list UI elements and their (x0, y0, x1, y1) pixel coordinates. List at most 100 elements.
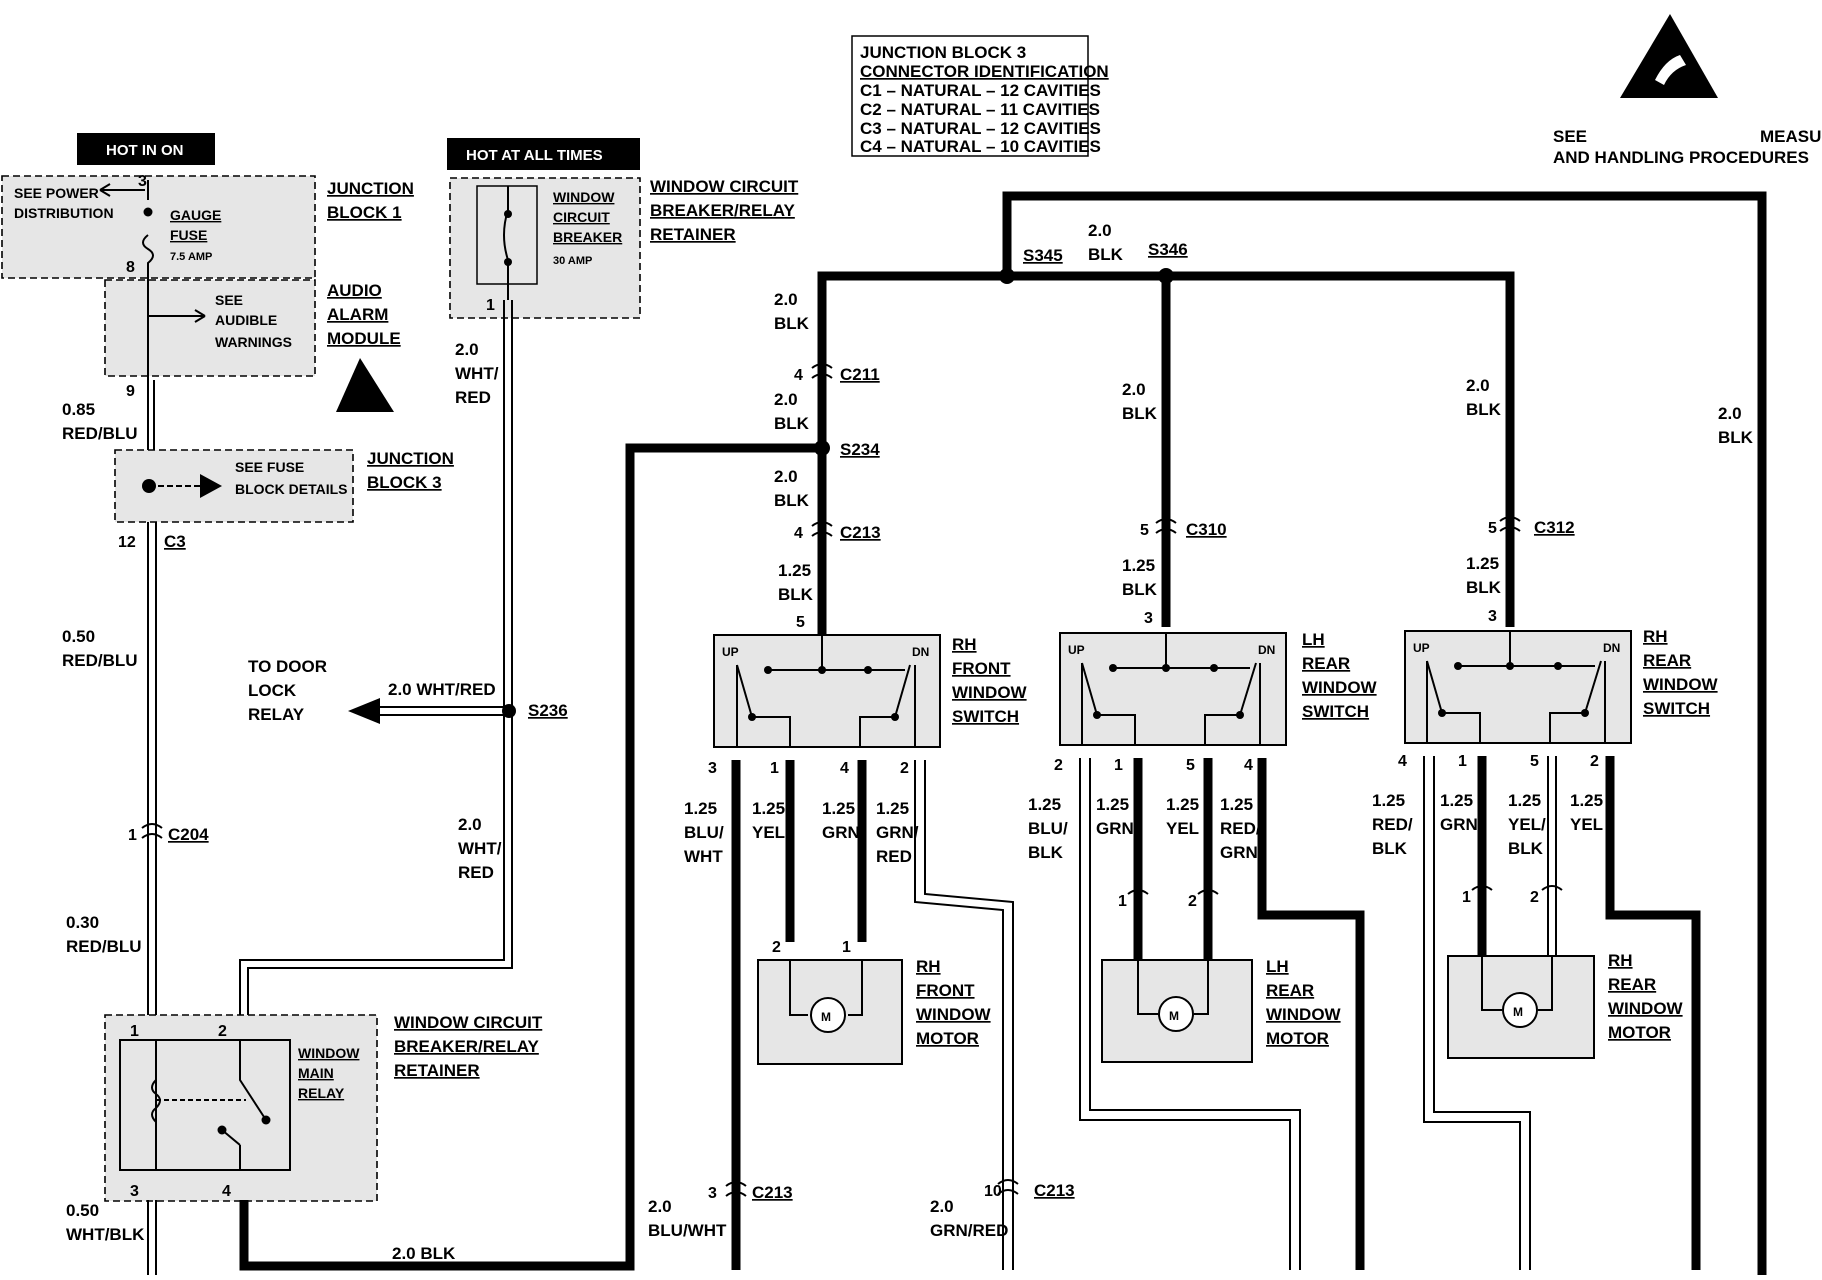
c213b-pin2: 10 (984, 1183, 1002, 1200)
esd-note-handling: AND HANDLING PROCEDURES (1553, 148, 1809, 167)
rhr-motor-label-a: RH (1608, 951, 1633, 970)
esd-warning-icon (1620, 14, 1718, 98)
rhr-motor-pin-1: 2 (1530, 889, 1539, 906)
cb-out2-gauge: 2.0 (458, 815, 482, 834)
wire-050-gauge: 0.50 (62, 627, 95, 646)
c204-connector: C204 (168, 825, 209, 844)
rhf-out-pin-2: 4 (840, 760, 849, 777)
wire-050-color: RED/BLU (62, 651, 138, 670)
cb-pin: 1 (486, 297, 495, 314)
s236-wire-label: 2.0 WHT/RED (388, 680, 496, 699)
c213b-label2: C213 (1034, 1181, 1075, 1200)
rhf-exit1-color: BLU/WHT (648, 1221, 727, 1240)
warnings-text: WARNINGS (215, 334, 292, 350)
lhr-motor-pin-1: 2 (1188, 893, 1197, 910)
legend-line-c3: C3 – NATURAL – 12 CAVITIES (860, 119, 1101, 138)
rhf-ow3-a: 1.25 (876, 799, 909, 818)
left-drop-color: BLK (774, 314, 810, 333)
s234-label: S234 (840, 440, 880, 459)
hot-at-all-times-text: HOT AT ALL TIMES (466, 147, 603, 164)
arrow-left-icon (348, 698, 380, 724)
relay-pin-2: 2 (218, 1023, 227, 1040)
rhr-ow1-a: 1.25 (1440, 791, 1473, 810)
cb-out-color-b: RED (455, 388, 491, 407)
lhr-ow0-a: 1.25 (1028, 795, 1061, 814)
audio-label-a: AUDIO (327, 281, 382, 300)
rhf-pin-in: 5 (796, 614, 805, 631)
hot-at-all-times-header (447, 138, 640, 170)
hot-in-on-text: HOT IN ON (106, 142, 184, 159)
see-power-text: SEE POWER (14, 185, 99, 201)
c213-label: C213 (840, 523, 881, 542)
rhr-ow2-c: BLK (1508, 839, 1544, 858)
see-fuse-text: SEE FUSE (235, 459, 304, 475)
rhr-motor-label-b: REAR (1608, 975, 1656, 994)
junction-block-3-legend: JUNCTION BLOCK 3 CONNECTOR IDENTIFICATIO… (851, 35, 1109, 157)
rhf-sw-label-c: WINDOW (952, 683, 1028, 702)
cb-out2-color-a: WHT/ (458, 839, 502, 858)
splice-s345 (999, 268, 1015, 284)
lhr-out-pin-3: 4 (1244, 757, 1253, 774)
rh-front-window-switch: UP DN RH FRONT WINDOW SWITCH (713, 634, 1028, 748)
wire-030-gauge: 0.30 (66, 913, 99, 932)
rhf-motor-label-b: FRONT (916, 981, 975, 1000)
junction-block-3: SEE FUSE BLOCK DETAILS JUNCTION BLOCK 3 … (114, 449, 454, 551)
motor-icon (1502, 992, 1538, 1028)
mid-drop-gauge: 2.0 (1122, 380, 1146, 399)
cb-circuit-text: CIRCUIT (553, 209, 610, 225)
rhf-wc-color: BLK (778, 585, 814, 604)
rhf-ow0-c: WHT (684, 847, 723, 866)
rr-drop-color: BLK (1718, 428, 1754, 447)
c211-label: C211 (840, 365, 880, 384)
lhr-motor-pin-0: 1 (1118, 893, 1127, 910)
lhr-ow3-b: RED/ (1220, 819, 1261, 838)
rhf-dn: DN (912, 645, 929, 659)
rhr-up: UP (1413, 641, 1430, 655)
lhr-out-pin-2: 5 (1186, 757, 1195, 774)
esd-note-measuring: MEASURING (1760, 127, 1822, 146)
switch-contacts-icon (736, 635, 916, 747)
fuse-symbol-icon (142, 180, 154, 280)
rhr-ow3-b: YEL (1570, 815, 1603, 834)
lhr-sw-label-b: REAR (1302, 654, 1350, 673)
rhr-sw-label-a: RH (1643, 627, 1668, 646)
rhr-motor-pin-0: 1 (1462, 889, 1471, 906)
rhr-ow0-a: 1.25 (1372, 791, 1405, 810)
rhf-sw-label-a: RH (952, 635, 977, 654)
junction-block-1-label-a: JUNCTION (327, 179, 414, 198)
lhr-sw-label-a: LH (1302, 630, 1325, 649)
esd-note-see: SEE (1553, 127, 1587, 146)
relay-pin-3: 3 (130, 1183, 139, 1200)
bus-wire-color: BLK (1088, 245, 1124, 264)
jb3-pin: 12 (118, 534, 136, 551)
s345-label: S345 (1023, 246, 1063, 265)
door-lock-c: RELAY (248, 705, 305, 724)
rhr-ow2-b: YEL/ (1508, 815, 1546, 834)
lhr-out-pin-0: 2 (1054, 757, 1063, 774)
rhr-ow0-b: RED/ (1372, 815, 1413, 834)
right-drop-color: BLK (1466, 400, 1502, 419)
arrow-right-icon (200, 474, 222, 498)
lhr-ow1-b: GRN (1096, 819, 1134, 838)
rhr-sw-label-c: WINDOW (1643, 675, 1719, 694)
s236-label: S236 (528, 701, 568, 720)
rhr-out-pin-0: 4 (1398, 753, 1407, 770)
fuse-pin-bottom: 8 (126, 259, 135, 276)
relay-retainer-c: RETAINER (394, 1061, 480, 1080)
arrow-left-icon (99, 183, 111, 197)
audio-label-c: MODULE (327, 329, 401, 348)
rhf-motor-label-a: RH (916, 957, 941, 976)
lhr-ow3-a: 1.25 (1220, 795, 1253, 814)
c312-pin: 5 (1488, 520, 1497, 537)
cb-breaker-text: BREAKER (553, 229, 622, 245)
rhr-ow3-a: 1.25 (1570, 791, 1603, 810)
rhr-out-pin-3: 2 (1590, 753, 1599, 770)
rh-front-window-motor: 2 1 M RH FRONT WINDOW MOTOR (757, 939, 992, 1065)
relay-contact-icon (239, 1040, 267, 1170)
cb-out-color-a: WHT/ (455, 364, 499, 383)
relay-pin-1: 1 (130, 1023, 139, 1040)
rh-rear-window-motor: 1 2 M RH REAR WINDOW MOTOR (1447, 885, 1684, 1059)
ground-run-label: 2.0 BLK (392, 1244, 456, 1263)
lh-rear-window-switch: UP DN LH REAR WINDOW SWITCH (1059, 630, 1378, 746)
rhf-out-pin-0: 3 (708, 760, 717, 777)
